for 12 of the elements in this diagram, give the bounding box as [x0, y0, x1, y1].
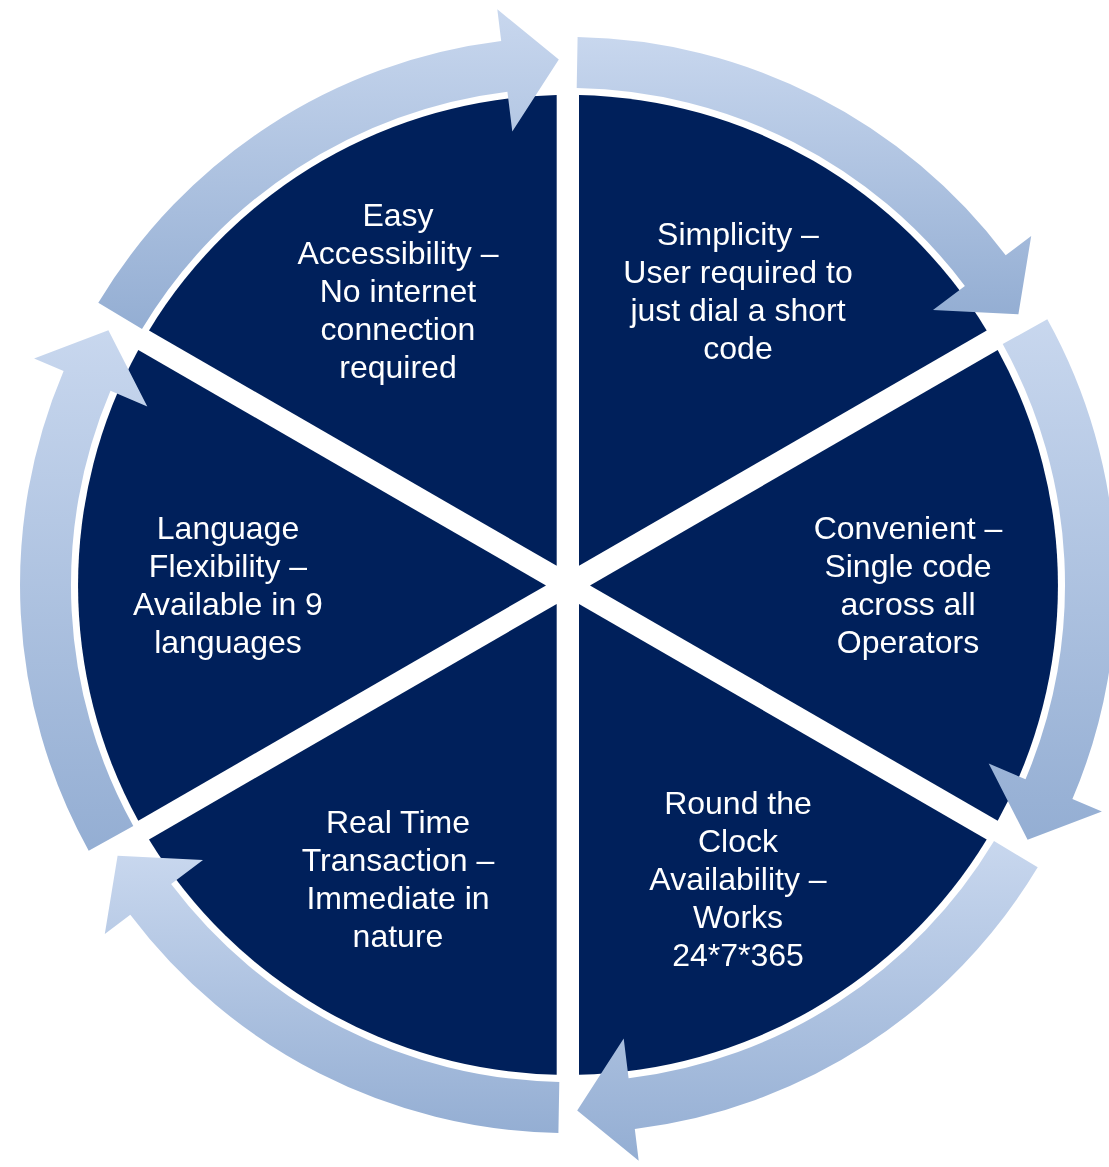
curved-arrow	[577, 841, 1038, 1161]
segment-text: Language Flexibility – Available in 9 languages	[132, 509, 324, 661]
curved-arrow	[98, 9, 559, 329]
curved-arrow	[988, 319, 1109, 840]
curved-arrow	[104, 855, 560, 1133]
segment-text: Simplicity – User required to just dial a short code	[623, 214, 853, 367]
segment-text: Easy Accessibility – No internet connection required	[296, 195, 500, 386]
segment-text: Round the Clock Availability – Works 24*7*365	[648, 784, 828, 975]
segment-text: Real Time Transaction – Immediate in nature	[300, 803, 496, 956]
curved-arrow	[20, 330, 148, 851]
curved-arrow	[576, 37, 1032, 315]
segment-text: Convenient – Single code across all Operators	[812, 509, 1004, 661]
